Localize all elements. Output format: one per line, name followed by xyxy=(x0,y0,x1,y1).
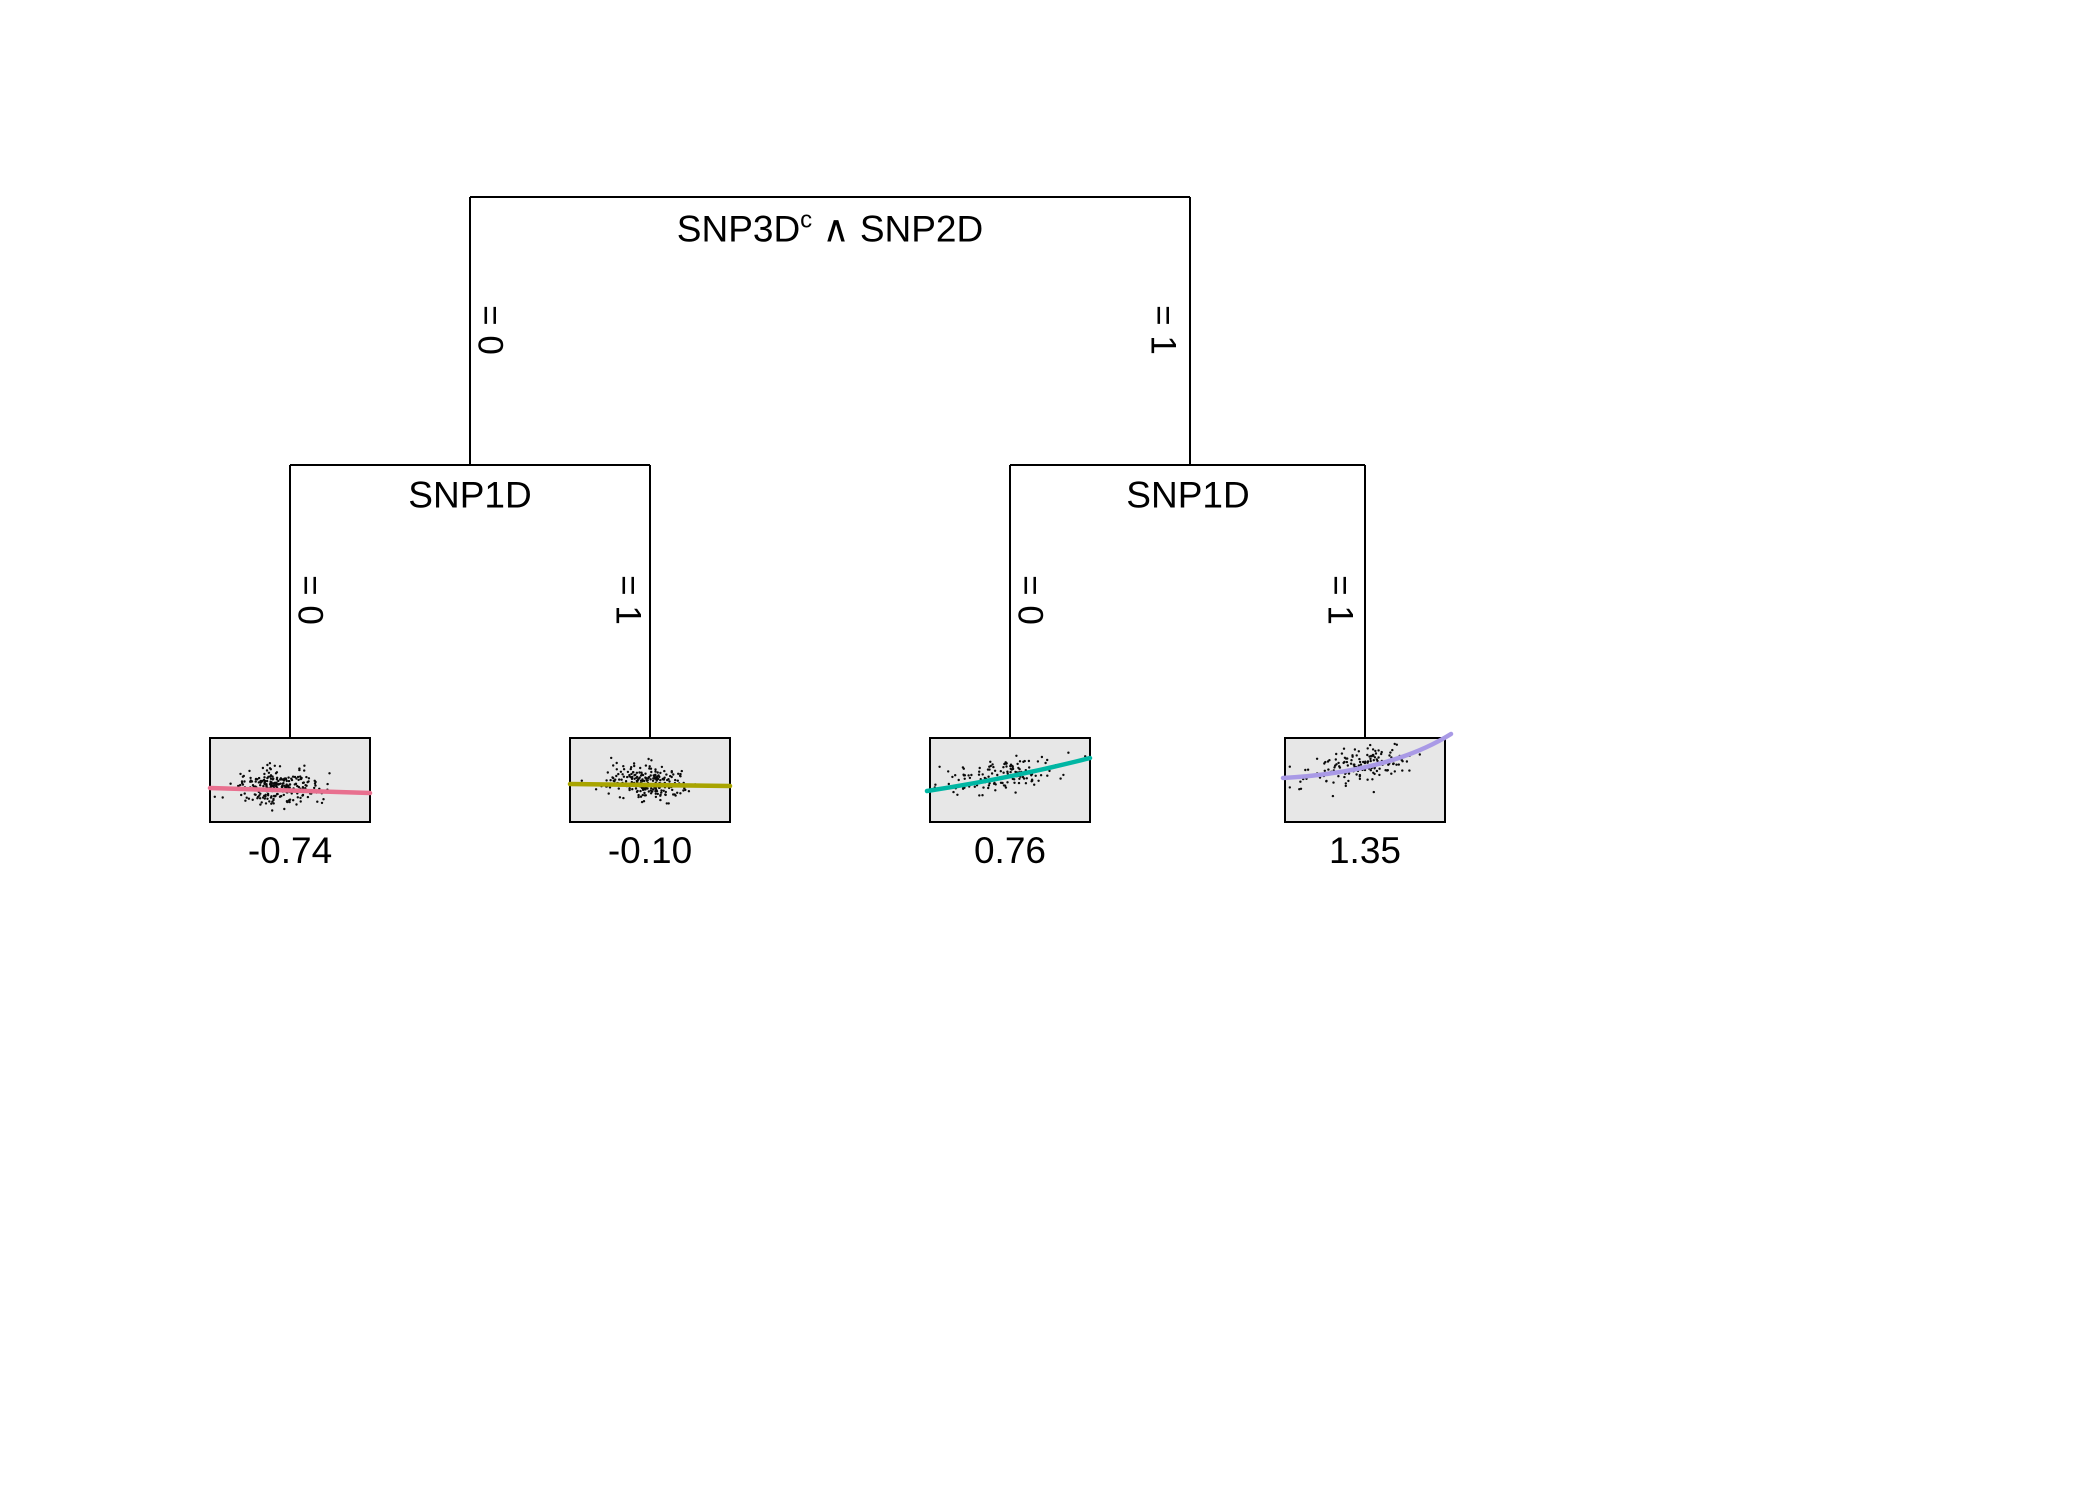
branch-label-left-left: = 0 xyxy=(290,575,330,625)
branch-label-root-left: = 0 xyxy=(470,305,510,355)
leaf-node-2: -0.10 xyxy=(567,737,733,872)
fitted-line xyxy=(924,755,1093,794)
leaf-scatter-plot xyxy=(207,737,373,823)
left-node-label: SNP1D xyxy=(408,474,532,516)
fitted-line xyxy=(567,781,733,789)
branch-label-left-right: = 1 xyxy=(608,575,648,625)
fitted-line xyxy=(207,785,373,796)
leaf-node-1: -0.74 xyxy=(207,737,373,872)
leaf-value: 0.76 xyxy=(973,830,1046,871)
root-label-base: SNP3D xyxy=(676,208,801,250)
leaf-plot-background xyxy=(929,737,1091,823)
leaf-value: 1.35 xyxy=(1328,830,1401,871)
root-node-label: SNP3Dc ∧ SNP2D xyxy=(676,206,984,250)
leaf-node-4: 1.35 xyxy=(1280,731,1454,872)
fitted-line xyxy=(1280,731,1454,781)
leaf-plot-background xyxy=(209,737,371,823)
leaf-scatter-plot xyxy=(1280,731,1454,823)
branch-label-right-right: = 1 xyxy=(1320,575,1360,625)
scatter-points xyxy=(933,751,1087,797)
right-node-label: SNP1D xyxy=(1126,474,1250,516)
leaf-value: -0.10 xyxy=(607,830,693,871)
leaf-scatter-plot xyxy=(924,737,1093,823)
leaf-node-3: 0.76 xyxy=(924,737,1093,872)
leaf-scatter-plot xyxy=(567,737,733,823)
root-label-rest: ∧ SNP2D xyxy=(812,208,984,250)
branch-label-right-left: = 0 xyxy=(1010,575,1050,625)
root-label-exponent: c xyxy=(800,206,813,234)
leaf-value: -0.74 xyxy=(247,830,333,871)
branch-label-root-right: = 1 xyxy=(1143,305,1183,355)
